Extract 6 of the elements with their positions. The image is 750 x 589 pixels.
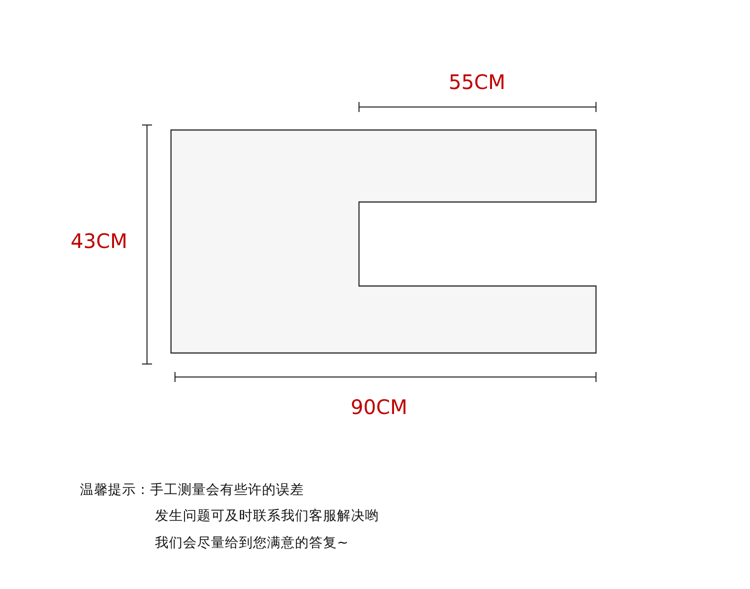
note-text: 温馨提示：手工测量会有些许的误差 [80, 481, 304, 499]
dimension-label: 43CM [70, 229, 128, 253]
dimension-label: 55CM [448, 70, 506, 94]
note-text: 我们会尽量给到您满意的答复~ [155, 534, 348, 552]
dimension-label: 90CM [350, 395, 408, 419]
note-text: 发生问题可及时联系我们客服解决哟 [155, 507, 379, 525]
